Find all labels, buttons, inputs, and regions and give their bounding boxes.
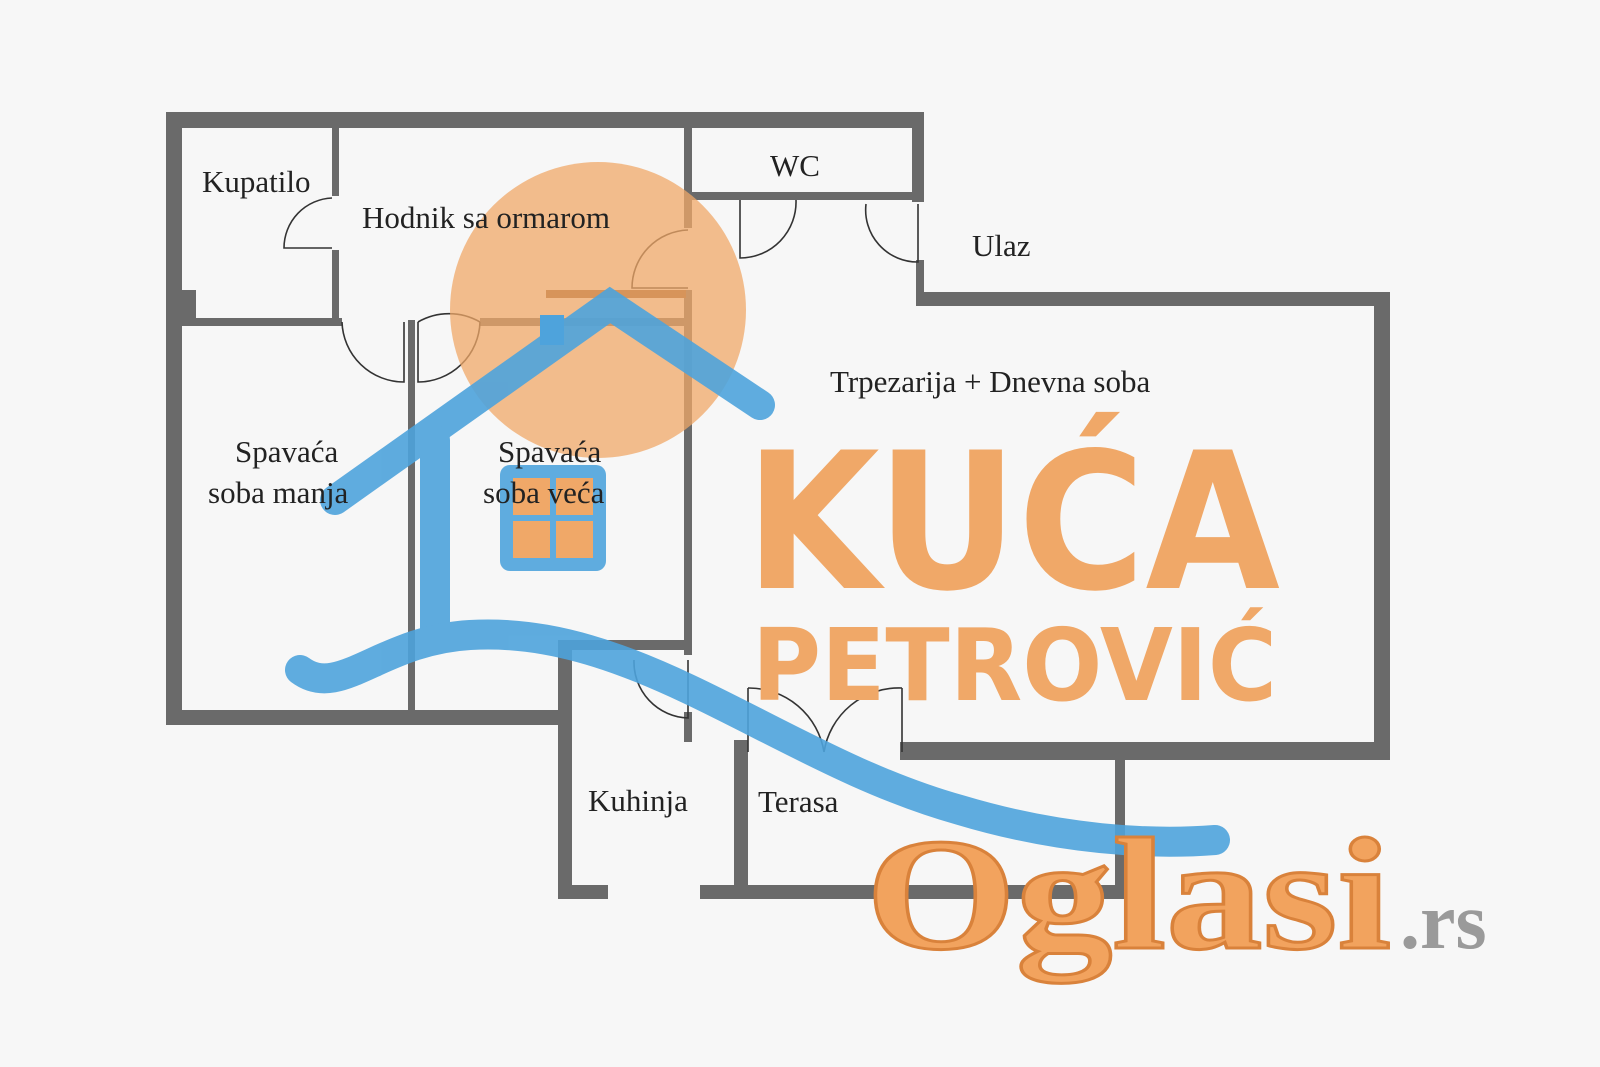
room-label-hodnik: Hodnik sa ormarom (362, 200, 610, 235)
logo-window-icon (500, 465, 606, 571)
room-label-terasa: Terasa (758, 784, 839, 819)
room-label-kuhinja: Kuhinja (588, 783, 688, 818)
logo-house-icon (285, 286, 1230, 857)
room-label-spavaca-manja-2: soba manja (208, 475, 349, 510)
room-label-spavaca-veca-2: soba veća (483, 475, 605, 510)
room-label-kupatilo: Kupatilo (202, 164, 311, 199)
walls (166, 112, 1390, 899)
room-label-spavaca-veca-1: Spavaća (498, 434, 602, 469)
room-label-wc: WC (770, 148, 820, 183)
room-label-ulaz: Ulaz (972, 228, 1031, 263)
logo-chimney-icon (540, 315, 564, 345)
room-label-dnevna: Trpezarija + Dnevna soba (830, 364, 1150, 399)
agency-logo-line2: PETROVIĆ (752, 607, 1277, 724)
site-logo-tld: .rs (1400, 878, 1487, 966)
site-logo: Oglasi (866, 805, 1391, 984)
room-label-spavaca-manja-1: Spavaća (235, 434, 339, 469)
agency-logo-line1: KUĆA (745, 411, 1280, 633)
